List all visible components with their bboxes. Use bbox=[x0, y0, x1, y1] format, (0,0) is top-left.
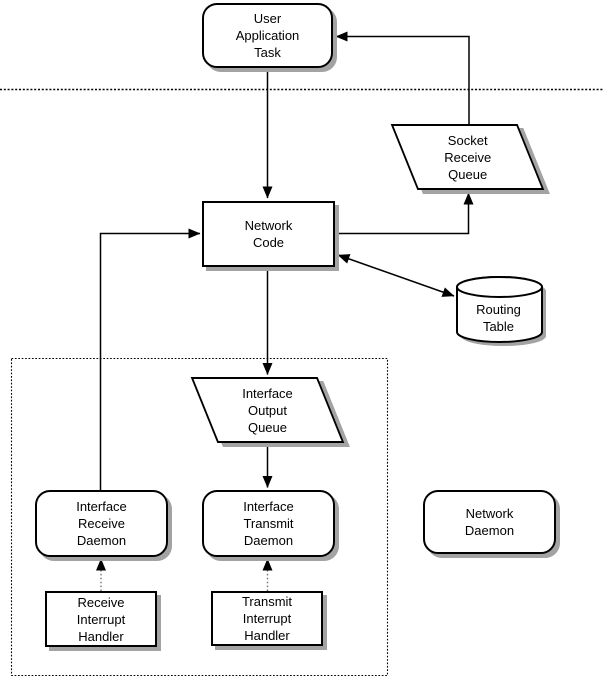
user-application-task-label: User Application Task bbox=[235, 11, 300, 60]
receive-interrupt-handler-label: Receive Interrupt Handler bbox=[76, 594, 126, 644]
interface-receive-daemon-label: Interface Receive Daemon bbox=[76, 499, 127, 548]
driver-boundary-box bbox=[10, 357, 389, 677]
routing-table-label: Routing Table bbox=[476, 301, 521, 334]
arrow-network-code-to-socket-queue bbox=[335, 192, 474, 235]
interface-output-queue-label: Interface Output Queue bbox=[242, 385, 293, 435]
arrow-network-code-routing-table bbox=[337, 254, 455, 297]
node-routing-table: Routing Table bbox=[456, 276, 548, 349]
interface-transmit-daemon-label: Interface Transmit Daemon bbox=[243, 499, 294, 548]
node-interface-receive-daemon: Interface Receive Daemon bbox=[35, 490, 168, 557]
network-code-label: Network Code bbox=[244, 218, 293, 250]
arrow-socket-queue-to-user-task bbox=[335, 31, 470, 125]
node-network-code: Network Code bbox=[202, 201, 335, 267]
transmit-interrupt-handler-label: Transmit Interrupt Handler bbox=[241, 594, 293, 643]
node-receive-interrupt-handler: Receive Interrupt Handler bbox=[45, 591, 157, 647]
cylinder-shape bbox=[456, 276, 546, 346]
node-socket-receive-queue: Socket Receive Queue bbox=[390, 124, 545, 190]
node-transmit-interrupt-handler: Transmit Interrupt Handler bbox=[211, 591, 323, 646]
node-user-application-task: User Application Task bbox=[202, 3, 333, 68]
network-daemon-label: Network Daemon bbox=[464, 506, 515, 538]
node-network-daemon: Network Daemon bbox=[423, 490, 556, 554]
socket-receive-queue-label: Socket Receive Queue bbox=[444, 132, 491, 182]
arrow-receive-daemon-to-network-code bbox=[99, 228, 201, 490]
node-interface-transmit-daemon: Interface Transmit Daemon bbox=[202, 490, 335, 557]
node-interface-output-queue: Interface Output Queue bbox=[190, 377, 345, 443]
